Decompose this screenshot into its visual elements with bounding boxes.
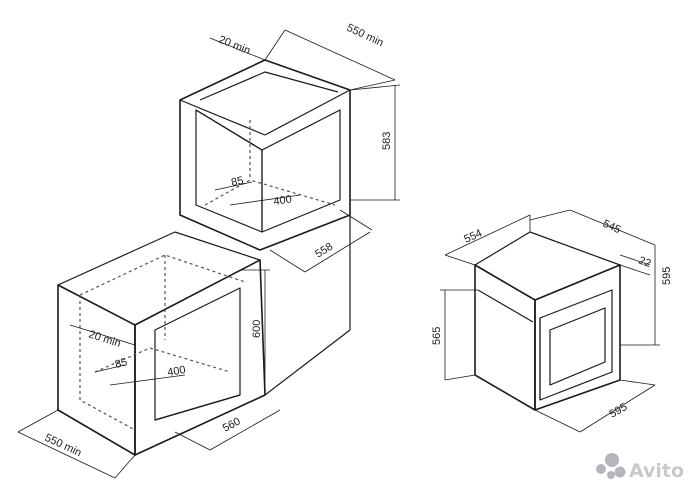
dim-lower-width: 560 — [221, 415, 243, 434]
dim-upper-vent-400: 400 — [273, 194, 293, 208]
dim-oven-height: 595 — [661, 267, 673, 285]
avito-logo-icon — [596, 453, 626, 479]
dim-lower-vent-85: 85 — [114, 356, 129, 371]
dim-upper-width: 558 — [313, 241, 335, 261]
dim-upper-gap: 20 min — [217, 34, 252, 57]
dim-oven-body-height: 565 — [431, 327, 443, 345]
dim-lower-gap: 20 min — [87, 328, 122, 350]
dim-oven-width-top: 554 — [462, 227, 484, 245]
dim-upper-depth: 550 min — [345, 22, 386, 49]
dim-upper-height: 583 — [381, 132, 393, 150]
dim-oven-depth: 545 — [601, 218, 623, 236]
dim-oven-width: 595 — [608, 401, 630, 421]
dim-lower-vent-400: 400 — [166, 364, 186, 379]
dim-lower-height: 600 — [251, 320, 263, 338]
oven-unit — [474, 231, 621, 411]
watermark: Avito — [596, 453, 684, 482]
lower-cabinet — [57, 231, 351, 456]
dim-lower-depth: 550 min — [43, 432, 84, 459]
watermark-text: Avito — [629, 460, 684, 482]
dimension-lines — [17, 29, 660, 479]
dim-upper-vent-85: 85 — [230, 175, 244, 189]
dim-oven-front: 22 — [637, 255, 653, 270]
